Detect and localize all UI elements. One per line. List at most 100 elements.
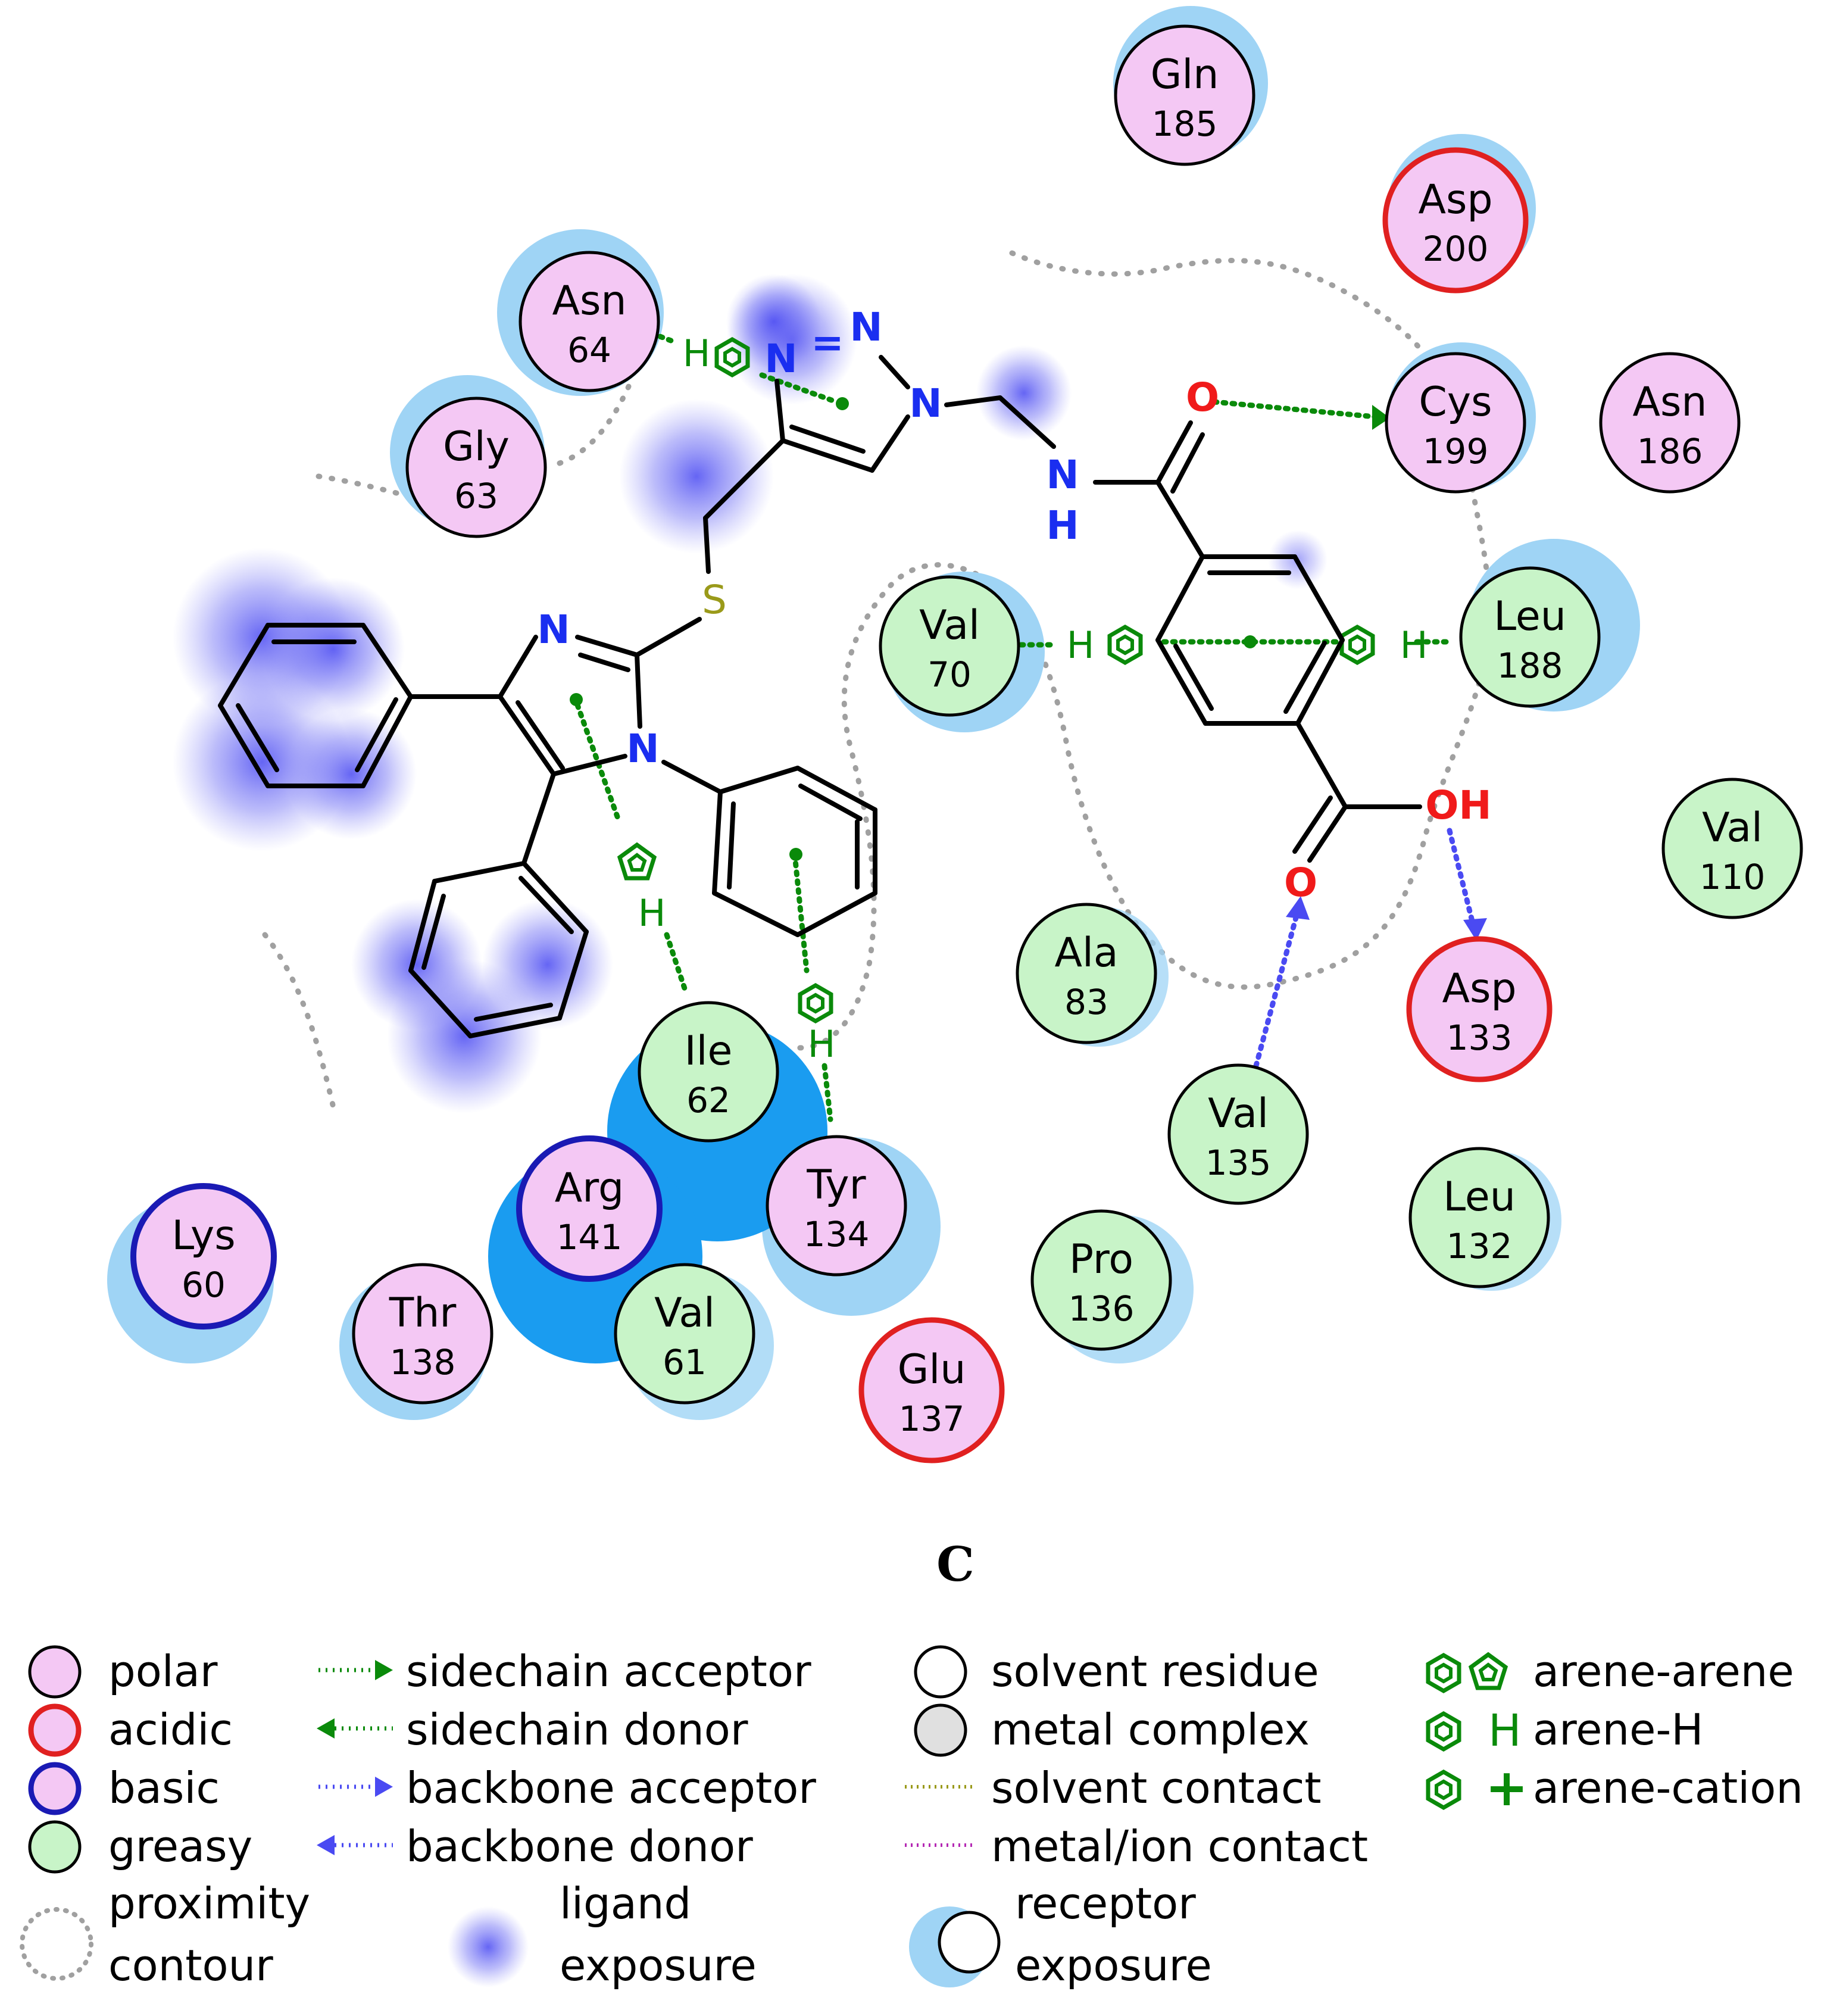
legend-item-sidechain-acceptor: sidechain acceptor	[318, 1646, 811, 1696]
residue-circle	[1385, 352, 1526, 494]
residue-number: 138	[390, 1342, 456, 1383]
svg-text:contour: contour	[108, 1940, 273, 1990]
legend-item-acidic: acidic	[28, 1703, 233, 1757]
ligand-exposure-blob	[286, 709, 417, 840]
residue-circle	[352, 1263, 493, 1405]
residue-name: Gly	[443, 423, 510, 470]
residue-circle	[1030, 1209, 1172, 1351]
residue-number: 64	[567, 330, 611, 370]
residue-asp200: Asp 200	[1382, 147, 1529, 294]
residue-name: Gln	[1151, 51, 1219, 98]
residues: Gln185Asp200Asn64Gly63Cys199Asn186Val70L…	[130, 24, 1803, 1463]
svg-text:solvent contact: solvent contact	[991, 1763, 1322, 1813]
legend-item-sidechain-donor: sidechain donor	[317, 1705, 748, 1755]
svg-text:basic: basic	[108, 1763, 220, 1813]
residue-basic-ring	[516, 1135, 663, 1282]
residue-number: 135	[1205, 1143, 1272, 1183]
residue-number: 132	[1447, 1226, 1513, 1266]
residue-acidic-ring	[858, 1317, 1005, 1463]
legend-item-polar: polar	[28, 1645, 218, 1699]
svg-text:arene-H: arene-H	[1533, 1705, 1704, 1755]
interaction-ile62	[664, 932, 688, 991]
ligand-exposure-blob	[726, 274, 822, 369]
arrow-cys199	[1372, 405, 1390, 430]
residue-name: Asn	[1632, 379, 1707, 426]
residue-number: 200	[1423, 229, 1489, 269]
proximity-contour-left	[262, 932, 336, 1110]
arrow-val135	[1286, 896, 1310, 920]
atom-label-n: N	[764, 336, 797, 382]
residue-number: 83	[1064, 982, 1108, 1022]
panel-label: C	[936, 1536, 974, 1592]
svg-text:greasy: greasy	[108, 1821, 252, 1871]
proximity-contours	[262, 250, 1492, 1110]
residue-number: 141	[557, 1217, 623, 1257]
ligand-exposure-blob	[976, 345, 1072, 441]
svg-text:ligand: ligand	[560, 1878, 691, 1928]
svg-text:H: H	[1488, 1705, 1522, 1756]
centroid-imidazole	[570, 693, 583, 706]
interaction-h-label: H	[638, 891, 666, 935]
legend: polar acidic basic greasy proximity cont…	[20, 1645, 1803, 1990]
interactions	[571, 330, 1476, 1122]
residue-name: Cys	[1419, 379, 1492, 426]
residue-name: Asp	[1418, 176, 1492, 223]
atom-label-h: H	[1046, 503, 1079, 548]
centroid-n-phenyl	[789, 848, 802, 861]
residue-ala83: Ala 83	[1016, 903, 1157, 1044]
arene-ring-icon	[1110, 627, 1141, 663]
legend-item-arene-cation: + arene-cation	[1428, 1758, 1803, 1818]
legend-item-greasy: greasy	[28, 1820, 252, 1874]
svg-text:arene-cation: arene-cation	[1533, 1763, 1803, 1813]
legend-item-arene-arene: arene-arene	[1428, 1646, 1794, 1696]
interaction-h-label: H	[808, 1022, 836, 1066]
interaction-tyr134-ring	[792, 851, 810, 973]
ligand-atom-labels: N = N N N H O S N N OH O	[537, 304, 1491, 906]
residue-leu132: Leu 132	[1408, 1147, 1550, 1288]
svg-text:metal/ion contact: metal/ion contact	[991, 1821, 1368, 1871]
arene-ring-icon	[1428, 1772, 1459, 1808]
residue-name: Ala	[1054, 929, 1118, 976]
residue-circle	[614, 1263, 755, 1405]
centroid-benzoate	[1244, 635, 1257, 648]
residue-number: 70	[927, 654, 972, 695]
atom-label-n: N	[537, 607, 570, 653]
residue-number: 62	[686, 1080, 730, 1121]
legend-item-metal-contact: metal/ion contact	[905, 1821, 1368, 1871]
residue-circle	[1114, 24, 1255, 166]
ligand-exposure-blob	[619, 399, 774, 554]
arene-ring-icon	[1428, 1655, 1459, 1691]
arene-ring-icon	[1342, 627, 1373, 663]
svg-text:exposure: exposure	[560, 1940, 757, 1990]
residue-number: 133	[1447, 1018, 1513, 1058]
proximity-contour-asn64	[557, 378, 634, 466]
residue-acidic-ring	[1406, 936, 1553, 1082]
atom-label-n: N	[1046, 452, 1079, 498]
residue-number: 199	[1423, 431, 1489, 472]
svg-text:metal complex: metal complex	[991, 1705, 1310, 1755]
svg-text:solvent residue: solvent residue	[991, 1646, 1319, 1696]
residue-name: Arg	[555, 1165, 624, 1212]
interaction-tyr134	[822, 1063, 833, 1122]
residue-circle	[879, 575, 1020, 717]
atom-label-n: N	[626, 726, 659, 772]
residue-name: Leu	[1443, 1174, 1516, 1221]
residue-number: 186	[1637, 431, 1703, 472]
svg-text:backbone acceptor: backbone acceptor	[406, 1763, 816, 1813]
residue-cys199: Cys 199	[1385, 352, 1526, 494]
arene-ring-icon	[620, 845, 654, 878]
legend-item-solvent-contact: solvent contact	[905, 1763, 1322, 1813]
svg-text:polar: polar	[108, 1646, 218, 1696]
atom-label-n: N	[849, 304, 882, 350]
residue-basic-ring	[130, 1183, 277, 1330]
atom-label-s: S	[702, 577, 727, 623]
legend-item-backbone-donor: backbone donor	[317, 1821, 753, 1871]
residue-number: 188	[1497, 645, 1563, 686]
